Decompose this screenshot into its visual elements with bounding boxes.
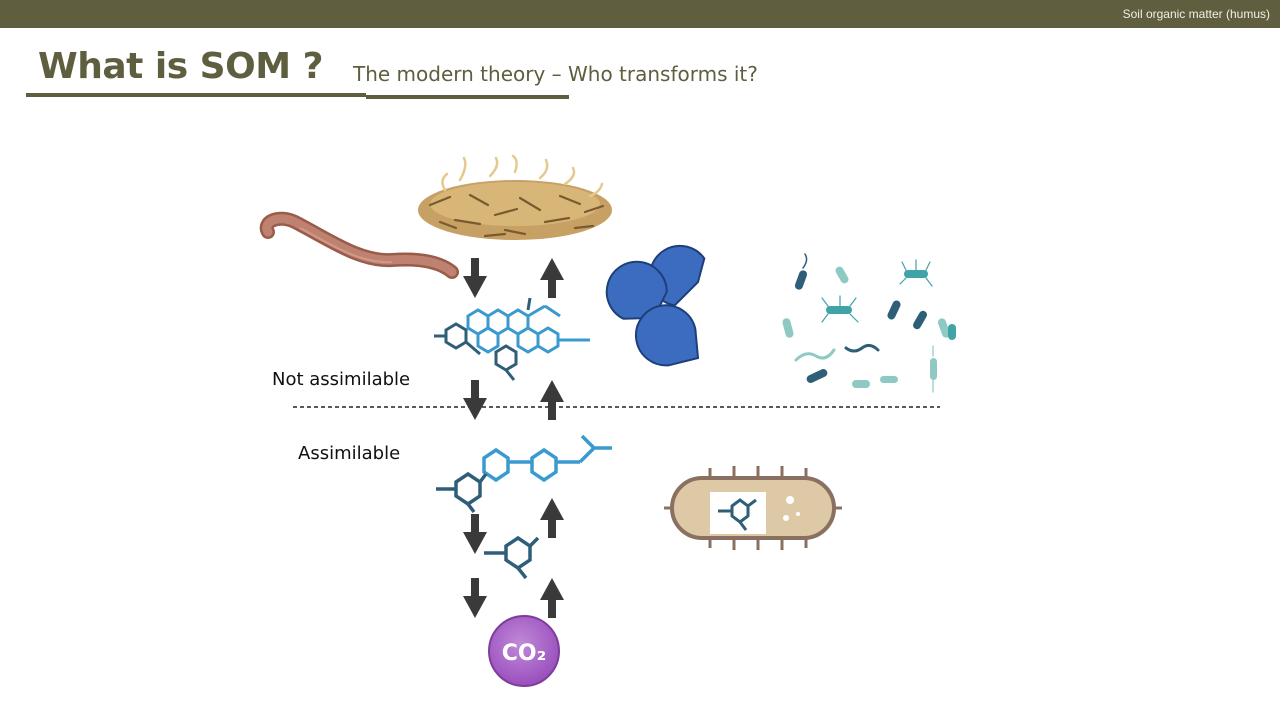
section-label: Soil organic matter (humus)	[1122, 7, 1270, 21]
simple-molecule-icon	[436, 434, 612, 514]
arrow-down-icon	[463, 380, 487, 420]
title-underline	[26, 93, 366, 97]
arrow-up-icon	[540, 578, 564, 618]
header-bar: Soil organic matter (humus)	[0, 0, 1280, 28]
worm-icon	[259, 211, 459, 279]
bacterium-cell-icon	[664, 466, 842, 550]
complex-molecule-icon	[434, 297, 590, 381]
assimilable-label: Assimilable	[298, 443, 401, 464]
not-assimilable-label: Not assimilable	[272, 369, 411, 390]
arrow-down-icon	[463, 578, 487, 618]
arrow-down-icon	[463, 258, 487, 298]
arrow-up-icon	[540, 380, 564, 420]
bacteria-icon	[782, 253, 956, 393]
arrow-up-icon	[540, 498, 564, 538]
enzyme-icon	[605, 244, 706, 367]
plant-litter-icon	[418, 154, 612, 240]
page-title: What is SOM ?	[38, 46, 323, 87]
arrow-down-icon	[463, 514, 487, 554]
arrow-up-icon	[540, 258, 564, 298]
small-molecule-icon	[484, 535, 540, 580]
co2-label: CO₂	[502, 641, 546, 666]
page-subtitle: The modern theory – Who transforms it?	[353, 62, 758, 86]
co2-bubble-icon: CO₂	[488, 615, 560, 687]
subtitle-underline	[366, 95, 569, 99]
